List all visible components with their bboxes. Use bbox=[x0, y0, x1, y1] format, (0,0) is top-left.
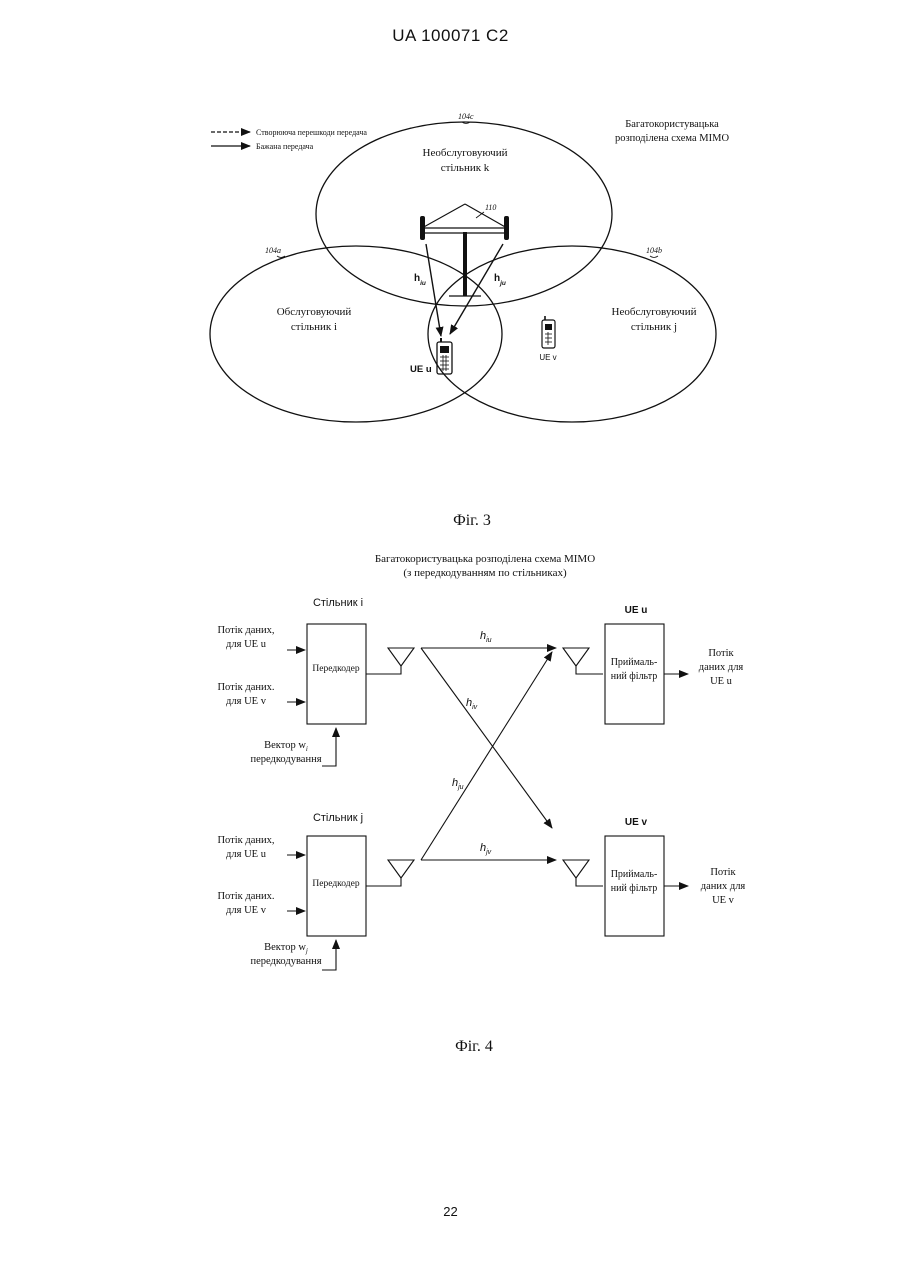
precoder-j-label: Передкодер bbox=[312, 879, 359, 889]
channel-h-iu-label: hiu bbox=[480, 630, 492, 644]
fig4-title-line2: (з передкодуванням по стільниках) bbox=[403, 567, 567, 579]
input-u-i-line1: Потік даних, bbox=[217, 625, 274, 636]
rx-antenna-u-icon bbox=[563, 648, 603, 674]
legend-solid-label: Бажана передача bbox=[256, 142, 314, 151]
output-u-line2: даних для bbox=[699, 662, 744, 673]
rx-filter-u-line2: ний фільтр bbox=[611, 671, 657, 682]
channel-h-ju-label: hju bbox=[494, 273, 506, 287]
channel-h-jv-label: hjv bbox=[480, 842, 492, 856]
rx-filter-u-line1: Приймаль- bbox=[611, 657, 658, 668]
fig3-title-line2: розподілена схема MIMO bbox=[615, 133, 729, 144]
ue-v-phone-icon bbox=[542, 316, 555, 348]
input-u-j-line2: для UE u bbox=[226, 849, 267, 860]
vector-i-line1: Вектор wi bbox=[264, 740, 308, 753]
cell-i-label-line2: стільник i bbox=[291, 321, 337, 333]
cell-j-ref: 104b bbox=[646, 246, 662, 255]
fig3-title-line1: Багатокористувацька bbox=[625, 119, 719, 130]
vector-j-line2: передкодування bbox=[250, 956, 321, 967]
fig4-caption: Фіг. 4 bbox=[374, 1038, 574, 1056]
vector-j-line1: Вектор wj bbox=[264, 942, 308, 955]
output-v-line1: Потік bbox=[710, 867, 736, 878]
channel-h-iv-arrow bbox=[421, 648, 552, 828]
cell-i-ellipse bbox=[210, 246, 502, 422]
figure-4-diagram: Багатокористувацька розподілена схема MI… bbox=[0, 540, 901, 1040]
page-number: 22 bbox=[0, 1204, 901, 1219]
cell-k-label-line1: Необслуговуючий bbox=[423, 147, 508, 159]
output-v-line2: даних для bbox=[701, 881, 746, 892]
tx-antenna-i-icon bbox=[366, 648, 414, 674]
ue-u-label: UE u bbox=[625, 605, 648, 616]
antenna-ref: 110 bbox=[485, 203, 496, 212]
cell-j-label: Стільник j bbox=[313, 812, 363, 824]
rx-antenna-v-icon bbox=[563, 860, 603, 886]
input-v-j-line1: Потік даних. bbox=[217, 891, 274, 902]
cell-k-ref: 104c bbox=[458, 112, 474, 121]
ue-v-label: UE v bbox=[539, 353, 556, 362]
output-u-line1: Потік bbox=[708, 648, 734, 659]
channel-h-ju-arrow bbox=[450, 244, 503, 334]
channel-h-ju-label: hju bbox=[452, 777, 464, 791]
vector-i-line2: передкодування bbox=[250, 754, 321, 765]
ue-u-label: UE u bbox=[410, 364, 432, 375]
input-v-i-line2: для UE v bbox=[226, 696, 267, 707]
rx-filter-v-line2: ний фільтр bbox=[611, 883, 657, 894]
cell-k-label-line2: стільник k bbox=[441, 162, 490, 174]
rx-filter-v-line1: Приймаль- bbox=[611, 869, 658, 880]
fig4-title-line1: Багатокористувацька розподілена схема MI… bbox=[375, 553, 595, 565]
output-v-line3: UE v bbox=[712, 895, 735, 906]
fig3-legend: Створююча перешкоди передача Бажана пере… bbox=[211, 128, 367, 151]
cell-j-label-line1: Необслуговуючий bbox=[612, 306, 697, 318]
channel-h-iu-arrow bbox=[426, 244, 441, 336]
cell-j-ellipse bbox=[428, 246, 716, 422]
fig3-caption: Фіг. 3 bbox=[372, 512, 572, 530]
ue-v-label: UE v bbox=[625, 817, 648, 828]
cell-i-label-line1: Обслуговуючий bbox=[277, 306, 352, 318]
channel-h-iu-label: hiu bbox=[414, 273, 426, 287]
cell-i-ref: 104a bbox=[265, 246, 281, 255]
figure-3-diagram: Створююча перешкоди передача Бажана пере… bbox=[0, 0, 901, 560]
output-u-line3: UE u bbox=[710, 676, 733, 687]
channel-h-iv-label: hiv bbox=[466, 697, 478, 711]
channel-h-ju-arrow bbox=[421, 652, 552, 860]
cell-j-label-line2: стільник j bbox=[631, 321, 677, 333]
precoder-i-box bbox=[307, 624, 366, 724]
cell-i-label: Стільник i bbox=[313, 597, 363, 609]
input-v-i-line1: Потік даних. bbox=[217, 682, 274, 693]
input-u-i-line2: для UE u bbox=[226, 639, 267, 650]
tx-antenna-j-icon bbox=[366, 860, 414, 886]
precoder-i-label: Передкодер bbox=[312, 664, 359, 674]
legend-dashed-label: Створююча перешкоди передача bbox=[256, 128, 367, 137]
input-v-j-line2: для UE v bbox=[226, 905, 267, 916]
input-u-j-line1: Потік даних, bbox=[217, 835, 274, 846]
